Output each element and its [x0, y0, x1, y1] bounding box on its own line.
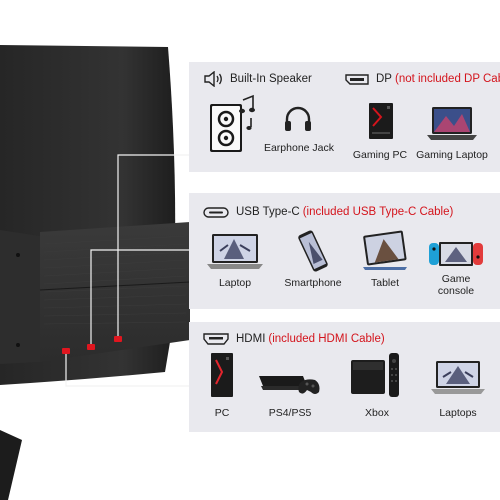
audio-port-marker: [114, 336, 122, 342]
gaming-pc-label: Gaming PC: [352, 149, 408, 161]
speaker-icon: [203, 71, 223, 87]
gaming-pc-item: Gaming PC: [349, 102, 411, 164]
ps4-ps5-item: PS4/PS5: [255, 352, 325, 422]
gaming-laptop-icon: [427, 107, 477, 140]
hdmi-icon: [203, 333, 229, 345]
hdmi-port-marker: [62, 348, 70, 354]
usbc-note: (included USB Type-C Cable): [302, 206, 454, 218]
hdmi-title: HDMI: [236, 333, 266, 345]
game-console-label-line1: Game: [441, 273, 471, 285]
earphone-jack-label: Earphone Jack: [263, 142, 335, 154]
hdmi-heading: HDMI (included HDMI Cable): [203, 333, 385, 345]
laptops-item: Laptops: [423, 356, 493, 422]
dp-title: DP: [376, 73, 392, 85]
usb-c-icon: [203, 206, 229, 218]
game-console-icon: [429, 242, 483, 266]
dp-note: (not included DP Cable): [394, 73, 500, 85]
audio-dp-panel: Built-In Speaker Earphone Jack: [189, 62, 500, 172]
builtin-speaker-heading: Built-In Speaker: [203, 71, 312, 87]
laptop-label: Laptop: [218, 277, 252, 289]
game-console-label-line2: console: [437, 285, 475, 297]
displayport-icon: [345, 73, 369, 85]
dp-heading: DP (not included DP Cable): [345, 73, 500, 85]
hdmi-note: (included HDMI Cable): [268, 333, 385, 345]
speaker-image: [207, 92, 257, 156]
gaming-pc-icon: [369, 103, 393, 139]
usbc-port-marker: [87, 344, 95, 350]
pc-label: PC: [214, 407, 230, 419]
tablet-icon: [363, 230, 407, 270]
xbox-icon: [351, 353, 399, 397]
hdmi-panel: HDMI (included HDMI Cable) PC PS4/PS5: [189, 322, 500, 432]
earphone-jack-item: Earphone Jack: [253, 104, 345, 164]
ps4-ps5-label: PS4/PS5: [268, 407, 312, 419]
tablet-item: Tablet: [355, 229, 415, 297]
usbc-title: USB Type-C: [236, 206, 300, 218]
usbc-panel: USB Type-C (included USB Type-C Cable) L…: [189, 193, 500, 309]
smartphone-label: Smartphone: [284, 277, 342, 289]
headphones-icon: [285, 106, 311, 131]
pc-item: PC: [199, 352, 245, 422]
pc-tower-icon: [211, 353, 233, 397]
gaming-laptop-label: Gaming Laptop: [416, 149, 488, 161]
ps4-ps5-icon: [259, 376, 320, 394]
usbc-heading: USB Type-C (included USB Type-C Cable): [203, 206, 453, 218]
xbox-label: Xbox: [365, 407, 389, 419]
smartphone-item: Smartphone: [277, 229, 349, 297]
builtin-speaker-title: Built-In Speaker: [230, 73, 312, 85]
laptop-item: Laptop: [203, 233, 267, 297]
laptops-icon: [431, 361, 485, 394]
smartphone-icon: [298, 230, 328, 272]
xbox-item: Xbox: [339, 352, 415, 422]
laptop-icon: [207, 234, 263, 269]
tablet-label: Tablet: [370, 277, 400, 289]
laptops-label: Laptops: [439, 407, 477, 419]
gaming-laptop-item: Gaming Laptop: [414, 102, 490, 164]
game-console-item: Game console: [421, 233, 491, 305]
